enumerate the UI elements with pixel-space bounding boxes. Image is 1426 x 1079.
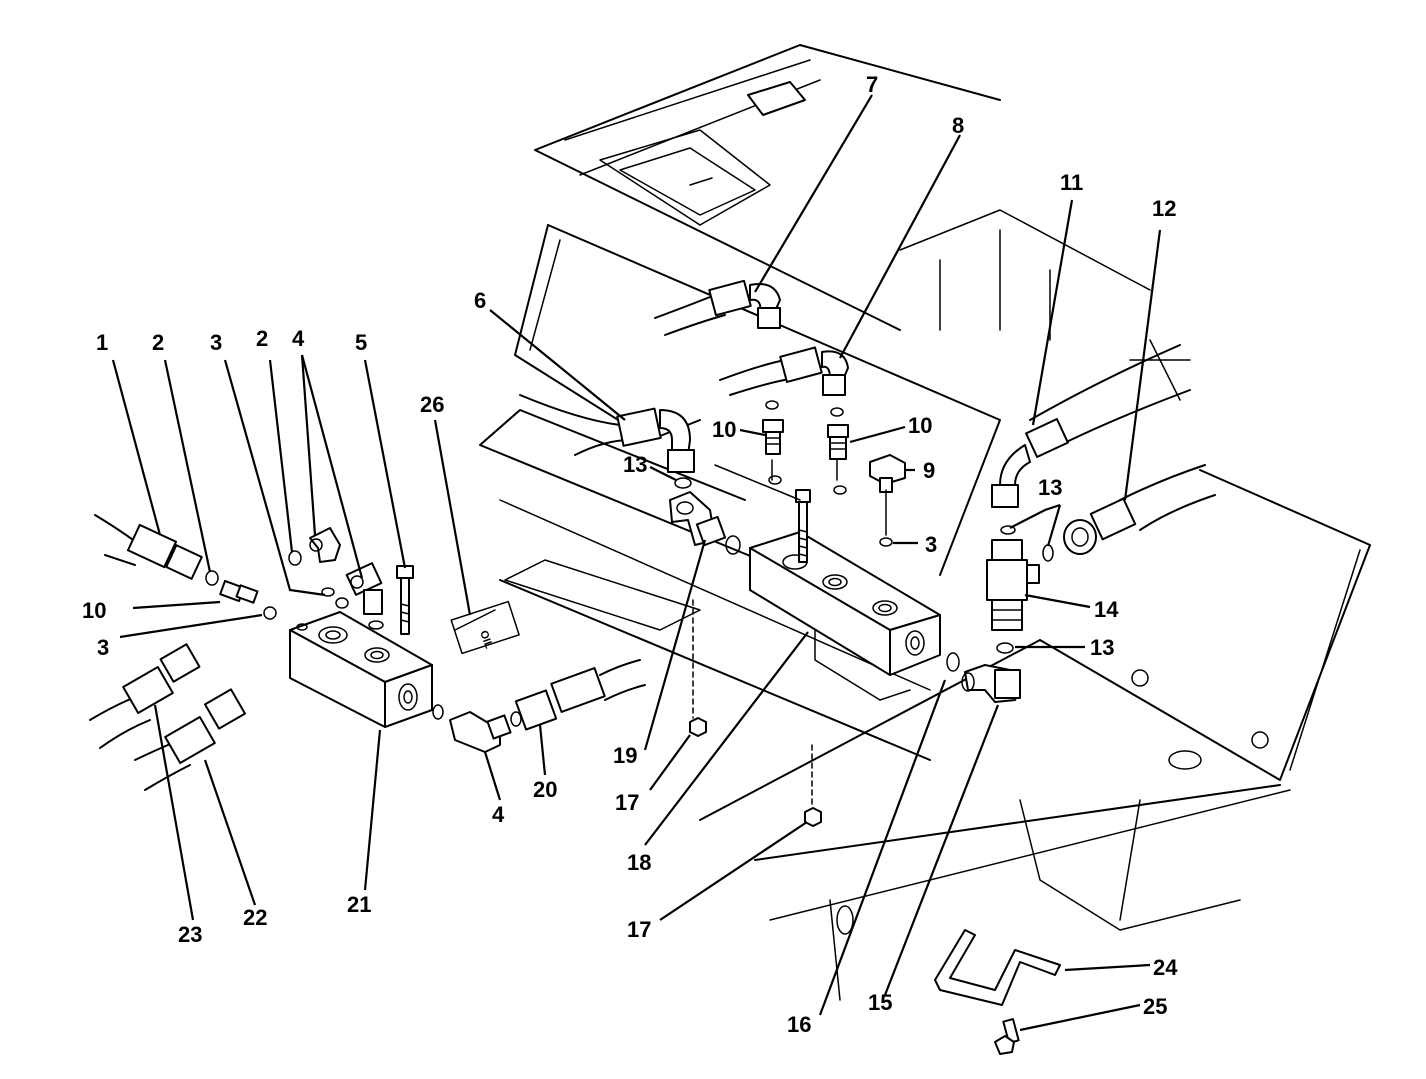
callout-1: 1 bbox=[96, 330, 108, 355]
callout-23: 23 bbox=[178, 922, 202, 947]
elbow-fitting-15 bbox=[961, 664, 1021, 703]
callout-11: 11 bbox=[1060, 170, 1083, 195]
callout-6: 6 bbox=[474, 288, 486, 313]
callout-10-left: 10 bbox=[82, 598, 106, 623]
callout-4-top: 4 bbox=[292, 326, 305, 351]
callout-25: 25 bbox=[1143, 994, 1167, 1019]
hose-7 bbox=[654, 279, 781, 336]
callout-2-left: 2 bbox=[152, 330, 164, 355]
fitting-10-upper-right bbox=[827, 424, 849, 460]
hose-12 bbox=[1063, 464, 1216, 555]
fitting-10-left bbox=[219, 580, 259, 604]
callout-9: 9 bbox=[923, 458, 935, 483]
elbow-fitting-4-upper bbox=[309, 527, 383, 615]
callout-10-mid: 10 bbox=[712, 417, 736, 442]
callout-13-lower-right: 13 bbox=[1090, 635, 1114, 660]
leader-lines bbox=[111, 94, 1162, 1032]
callout-10-right: 10 bbox=[908, 413, 932, 438]
callout-5: 5 bbox=[355, 330, 367, 355]
bolt-25 bbox=[994, 1018, 1020, 1055]
bracket-24 bbox=[934, 929, 1061, 1006]
callout-16: 16 bbox=[787, 1012, 811, 1037]
hose-22 bbox=[134, 688, 246, 791]
callout-13-left: 13 bbox=[623, 452, 647, 477]
callout-18: 18 bbox=[627, 850, 651, 875]
callout-3-right: 3 bbox=[925, 532, 937, 557]
callout-17-upper: 17 bbox=[615, 790, 639, 815]
callout-14: 14 bbox=[1094, 597, 1119, 622]
callout-19: 19 bbox=[613, 743, 637, 768]
manifold-block-21 bbox=[289, 611, 433, 728]
callout-22: 22 bbox=[243, 905, 267, 930]
guide-line-upper bbox=[714, 464, 801, 501]
hose-1 bbox=[94, 514, 203, 580]
callout-3-top: 3 bbox=[210, 330, 222, 355]
callout-12: 12 bbox=[1152, 196, 1176, 221]
callout-20: 20 bbox=[533, 777, 557, 802]
callout-24: 24 bbox=[1153, 955, 1178, 980]
elbow-fitting-4-lower bbox=[449, 711, 512, 753]
callout-4-bottom: 4 bbox=[492, 802, 505, 827]
callout-17-lower: 17 bbox=[627, 917, 651, 942]
callout-2-right: 2 bbox=[256, 326, 268, 351]
callout-8: 8 bbox=[952, 113, 964, 138]
o-rings-manifold-18 bbox=[674, 400, 893, 555]
bolt-18 bbox=[795, 489, 811, 563]
tee-fitting-14 bbox=[986, 539, 1040, 631]
callout-13-upper-right: 13 bbox=[1038, 475, 1062, 500]
nut-17-lower bbox=[804, 744, 822, 827]
callout-21: 21 bbox=[347, 892, 371, 917]
nut-17-upper bbox=[689, 599, 707, 737]
callout-3-left: 3 bbox=[97, 635, 109, 660]
hose-20 bbox=[514, 659, 646, 731]
chassis-frame bbox=[450, 44, 1371, 1001]
elbow-fitting-19 bbox=[669, 491, 727, 547]
callout-labels: 1 2 2 3 3 3 4 4 5 6 7 8 9 10 10 10 11 12… bbox=[82, 72, 1178, 1037]
o-rings-left bbox=[205, 550, 522, 727]
hose-23 bbox=[89, 643, 201, 749]
callout-26: 26 bbox=[420, 392, 444, 417]
manifold-block-18 bbox=[749, 531, 941, 701]
assembly-guides-18 bbox=[771, 459, 887, 536]
fitting-10-upper-left bbox=[762, 419, 784, 455]
callout-15: 15 bbox=[868, 990, 892, 1015]
bolt-5 bbox=[396, 565, 414, 635]
hose-11 bbox=[991, 344, 1191, 508]
hose-6 bbox=[519, 394, 695, 473]
oil-label: OIL bbox=[477, 629, 495, 651]
hose-8 bbox=[719, 346, 849, 396]
plug-9 bbox=[869, 454, 906, 493]
callout-7: 7 bbox=[866, 72, 878, 97]
